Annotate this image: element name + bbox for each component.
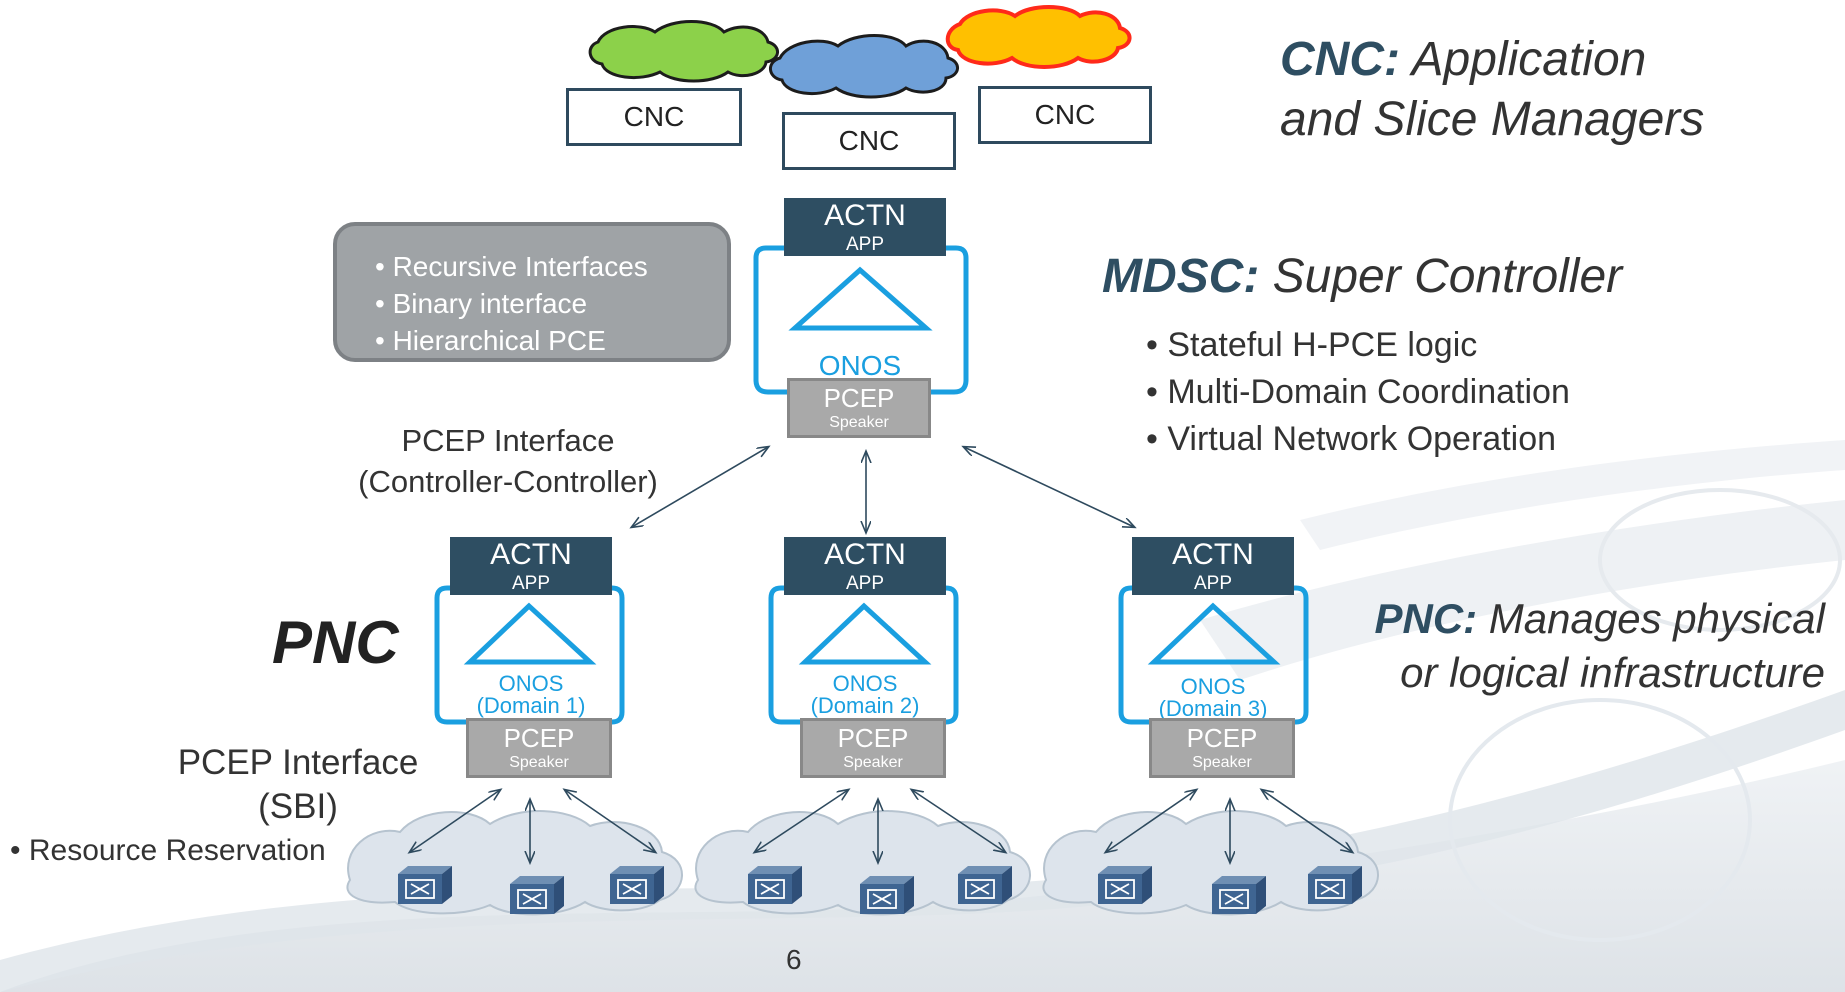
mdsc-pcep-speaker: PCEP Speaker bbox=[787, 378, 931, 438]
pnc3-pcep-label: PCEP bbox=[1186, 723, 1258, 753]
pnc1-pcep-speaker: PCEP Speaker bbox=[466, 718, 612, 778]
pnc2-onos-label: ONOS (Domain 2) bbox=[784, 673, 946, 717]
pnc1-domain-text: (Domain 1) bbox=[476, 693, 586, 718]
arrow-mdsc-pnc3 bbox=[964, 447, 1134, 527]
mdsc-pcep-label: PCEP bbox=[823, 383, 895, 413]
cloud-blue bbox=[769, 34, 959, 99]
cnc-box-3-label: CNC bbox=[1034, 99, 1096, 130]
switch-icon bbox=[1098, 866, 1152, 904]
page-number: 6 bbox=[786, 944, 802, 975]
pnc3-pcep-speaker: PCEP Speaker bbox=[1149, 718, 1295, 778]
pcep-sbi-label: PCEP Interface (SBI) bbox=[148, 741, 448, 829]
pnc-heading-line2: or logical infrastructure bbox=[1400, 649, 1825, 696]
pcep-cc-label: PCEP Interface (Controller-Controller) bbox=[338, 420, 678, 502]
switch-icon bbox=[510, 876, 564, 914]
pnc1-actn-app: ACTN APP bbox=[450, 537, 612, 595]
onos-triangles bbox=[463, 266, 1281, 665]
pnc-bracket-3 bbox=[1118, 585, 1309, 725]
switch-icon bbox=[1212, 876, 1266, 914]
cloud-green bbox=[588, 20, 779, 83]
pcep-sbi-line1: PCEP Interface bbox=[177, 743, 419, 782]
switch-icon bbox=[398, 866, 452, 904]
mdsc-bullet-3: • Virtual Network Operation bbox=[1146, 420, 1557, 458]
pnc2-pcep-speaker: PCEP Speaker bbox=[800, 718, 946, 778]
mdsc-heading-strong: MDSC: bbox=[1102, 250, 1260, 303]
mdsc-bullet-2: • Multi-Domain Coordination bbox=[1146, 373, 1570, 411]
mdsc-triangle bbox=[788, 266, 933, 331]
mdsc-actn-label: ACTN bbox=[824, 198, 906, 232]
pnc2-onos-text: ONOS bbox=[832, 671, 898, 696]
switch-icon bbox=[610, 866, 664, 904]
cnc-heading: CNC: Application and Slice Managers bbox=[1280, 30, 1704, 150]
pnc1-speaker-label: Speaker bbox=[509, 754, 569, 771]
pnc3-domain-text: (Domain 3) bbox=[1158, 696, 1268, 721]
pnc2-pcep-label: PCEP bbox=[837, 723, 909, 753]
cnc-heading-rest: Application bbox=[1399, 33, 1647, 86]
pnc2-speaker-label: Speaker bbox=[843, 754, 903, 771]
arrow-mdsc-pnc1 bbox=[632, 447, 768, 527]
mdsc-onos-label: ONOS bbox=[818, 350, 902, 381]
feature-item-1: • Recursive Interfaces bbox=[375, 251, 648, 282]
feature-item-3: • Hierarchical PCE bbox=[375, 325, 606, 356]
pnc3-actn-app: ACTN APP bbox=[1132, 537, 1294, 595]
switch-icon bbox=[1308, 866, 1362, 904]
pnc3-onos-label: ONOS (Domain 3) bbox=[1132, 676, 1294, 720]
pnc1-actn-label: ACTN bbox=[490, 537, 572, 571]
pnc1-app-label: APP bbox=[511, 572, 551, 594]
pcep-sbi-line2: (SBI) bbox=[258, 787, 338, 826]
switch-icons bbox=[398, 866, 1362, 914]
pnc1-onos-label: ONOS (Domain 1) bbox=[450, 673, 612, 717]
mdsc-actn-app: ACTN APP bbox=[784, 198, 946, 256]
cnc-heading-line2: and Slice Managers bbox=[1280, 93, 1705, 146]
pnc-heading-strong: PNC: bbox=[1374, 595, 1478, 642]
cnc-box-1: CNC bbox=[566, 88, 742, 146]
features-callout: • Recursive Interfaces • Binary interfac… bbox=[333, 222, 731, 362]
pcep-cc-line2: (Controller-Controller) bbox=[358, 464, 658, 499]
cnc-heading-strong: CNC: bbox=[1280, 33, 1400, 86]
pnc-bracket-2 bbox=[768, 585, 959, 725]
pnc-triangle-1 bbox=[463, 602, 597, 665]
pnc3-speaker-label: Speaker bbox=[1192, 754, 1252, 771]
pnc3-onos-text: ONOS bbox=[1180, 674, 1246, 699]
cnc-box-2-label: CNC bbox=[838, 125, 900, 156]
switch-icon bbox=[748, 866, 802, 904]
mdsc-heading: MDSC: Super Controller bbox=[1102, 248, 1622, 306]
resource-reservation-bullet: • Resource Reservation bbox=[10, 834, 326, 867]
cnc-box-1-label: CNC bbox=[623, 101, 685, 132]
mdsc-speaker-label: Speaker bbox=[829, 414, 889, 431]
mdsc-heading-rest: Super Controller bbox=[1259, 250, 1623, 303]
cnc-clouds bbox=[588, 5, 1132, 99]
pnc-heading-rest: Manages physical bbox=[1477, 595, 1825, 642]
pnc2-domain-text: (Domain 2) bbox=[810, 693, 920, 718]
pnc-heading: PNC: Manages physical or logical infrast… bbox=[1374, 592, 1825, 700]
mdsc-bullet-1: • Stateful H-PCE logic bbox=[1146, 326, 1478, 364]
background-swoosh bbox=[0, 440, 1845, 992]
cnc-box-3: CNC bbox=[978, 86, 1152, 144]
onos-brackets bbox=[434, 245, 1309, 725]
feature-item-2: • Binary interface bbox=[375, 288, 588, 319]
pcep-cc-line1: PCEP Interface bbox=[401, 423, 615, 458]
cnc-box-2: CNC bbox=[782, 112, 956, 170]
pnc2-actn-app: ACTN APP bbox=[784, 537, 946, 595]
pnc1-onos-text: ONOS bbox=[498, 671, 564, 696]
pnc1-pcep-label: PCEP bbox=[503, 723, 575, 753]
pnc3-app-label: APP bbox=[1193, 572, 1233, 594]
arrows bbox=[410, 447, 1352, 862]
mdsc-app-label: APP bbox=[845, 233, 885, 255]
mdsc-bracket bbox=[753, 245, 969, 395]
pnc-bracket-1 bbox=[434, 585, 625, 725]
cloud-yellow bbox=[945, 5, 1132, 69]
switch-icon bbox=[958, 866, 1012, 904]
pnc-triangle-2 bbox=[798, 602, 932, 665]
switch-icon bbox=[860, 876, 914, 914]
pnc2-app-label: APP bbox=[845, 572, 885, 594]
pnc3-actn-label: ACTN bbox=[1172, 537, 1254, 571]
pnc-label: PNC bbox=[272, 609, 399, 676]
pnc2-actn-label: ACTN bbox=[824, 537, 906, 571]
pnc-triangle-3 bbox=[1147, 602, 1281, 665]
